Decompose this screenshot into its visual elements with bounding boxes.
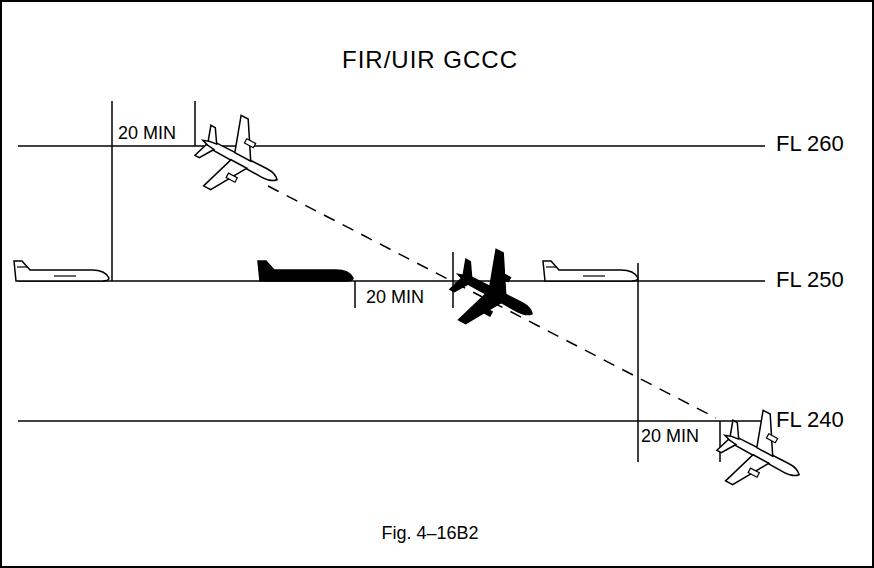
diagram-title: FIR/UIR GCCC	[341, 48, 519, 72]
aircraft-descending	[439, 239, 551, 349]
flight-level-label: FL 260	[775, 133, 845, 155]
time-label: 20 MIN	[365, 288, 425, 306]
aircraft-descending	[184, 105, 296, 215]
aircraft-level	[543, 261, 638, 281]
aircraft-level	[14, 261, 109, 281]
flight-level-label: FL 250	[775, 269, 845, 291]
figure-caption: Fig. 4–16B2	[380, 524, 479, 542]
flight-level-label: FL 240	[775, 409, 845, 431]
flight-levels	[18, 146, 765, 421]
descent-path	[268, 186, 716, 418]
time-label: 20 MIN	[117, 124, 177, 142]
aircraft-level	[258, 261, 353, 281]
time-markers	[112, 101, 720, 462]
time-label: 20 MIN	[640, 427, 700, 445]
